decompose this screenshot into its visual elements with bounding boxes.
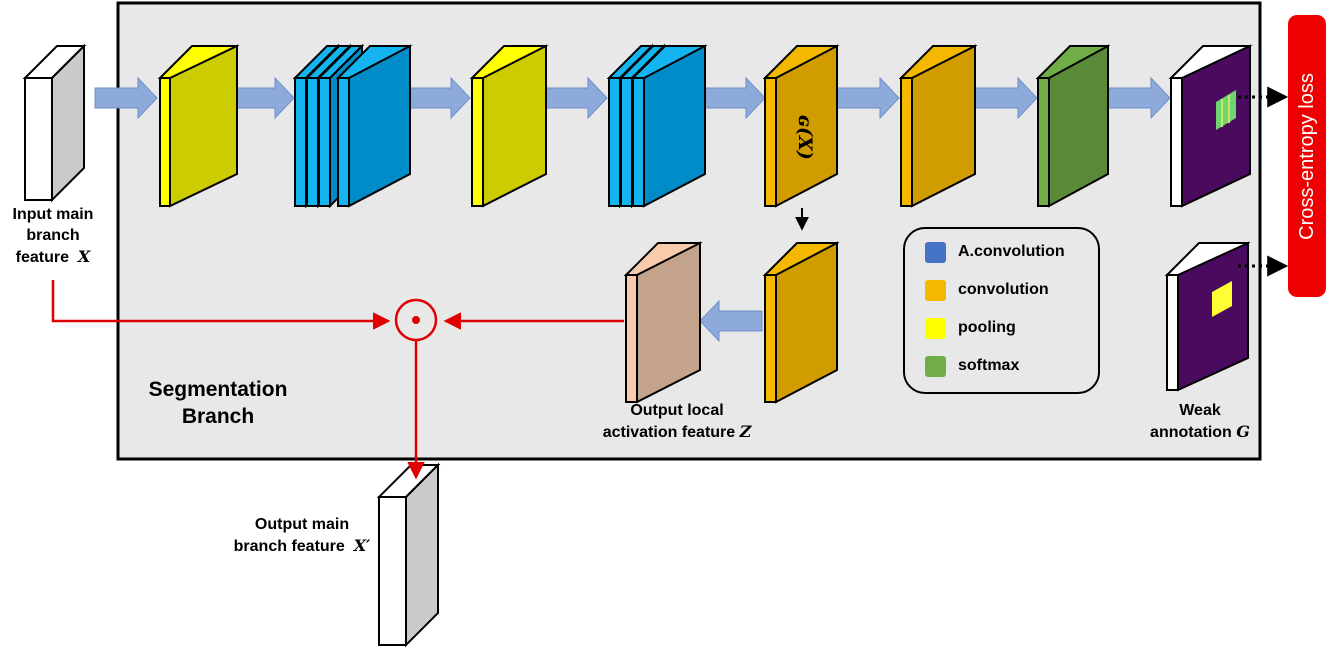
flow-arrow bbox=[231, 76, 295, 120]
legend-label-softmax: softmax bbox=[958, 357, 1020, 374]
aconv-layer-stack bbox=[606, 43, 708, 209]
output-label-line1: Output main bbox=[254, 516, 350, 533]
red-connectors bbox=[51, 280, 624, 480]
branch-title-line2: Branch bbox=[181, 405, 255, 429]
legend-swatch-softmax bbox=[925, 355, 946, 377]
segmentation-branch-title: Segmentation Branch bbox=[128, 376, 308, 431]
local-label-line1: Output local bbox=[630, 402, 724, 419]
weak-annotation-label: Weak annotation G bbox=[1142, 401, 1258, 444]
input-feature-block bbox=[22, 43, 87, 203]
flow-arrow bbox=[94, 76, 158, 120]
legend: A.convolution convolution pooling softma… bbox=[903, 227, 1100, 394]
output-math-xprime: X′ bbox=[353, 535, 371, 555]
flow-arrow bbox=[836, 76, 900, 120]
elementwise-product-dot bbox=[412, 316, 420, 324]
local-activation-feature-block bbox=[623, 241, 703, 404]
flow-arrow bbox=[544, 76, 608, 120]
conv-layer-gx bbox=[762, 44, 840, 208]
legend-label-pooling: pooling bbox=[958, 319, 1016, 336]
input-label-line2: branch bbox=[26, 226, 80, 244]
flow-arrow-left bbox=[699, 299, 763, 343]
local-math-z: Z bbox=[739, 421, 752, 441]
local-conv-layer bbox=[762, 241, 840, 404]
weak-annotation-block bbox=[1164, 241, 1251, 392]
weak-label-line1: Weak bbox=[1179, 402, 1221, 419]
cross-entropy-loss-box bbox=[1288, 15, 1326, 297]
branch-title-line1: Segmentation bbox=[148, 378, 288, 401]
legend-swatch-pooling bbox=[925, 317, 946, 339]
legend-item-aconv: A.convolution bbox=[925, 241, 1065, 263]
legend-label-aconv: A.convolution bbox=[958, 243, 1065, 260]
flow-arrow bbox=[1107, 76, 1171, 120]
prediction-map bbox=[1168, 44, 1253, 208]
local-label-line2: activation feature bbox=[602, 423, 736, 441]
softmax-layer bbox=[1035, 44, 1111, 208]
input-label-line1: Input main bbox=[12, 206, 94, 223]
flow-arrows bbox=[94, 76, 1171, 343]
conv-layer bbox=[898, 44, 978, 208]
cross-entropy-loss-label-wrap: Cross-entropy loss bbox=[1288, 15, 1326, 297]
aconv-layer-stack bbox=[292, 43, 413, 209]
legend-swatch-conv bbox=[925, 279, 946, 301]
local-activation-label: Output local activation feature Z bbox=[592, 401, 762, 444]
output-feature-block bbox=[376, 462, 441, 648]
flow-arrow bbox=[407, 76, 471, 120]
input-feature-label: Input main branch feature X bbox=[0, 205, 106, 268]
output-feature-label: Output main branch feature X′ bbox=[218, 515, 386, 558]
legend-item-conv: convolution bbox=[925, 279, 1049, 301]
input-math-x: X bbox=[77, 246, 91, 266]
input-label-line3: feature bbox=[15, 248, 70, 266]
legend-label-conv: convolution bbox=[958, 281, 1049, 298]
legend-item-softmax: softmax bbox=[925, 355, 1020, 377]
gx-label-wrap: ɢ(X) bbox=[778, 112, 830, 162]
elementwise-product-icon bbox=[394, 298, 438, 342]
output-label-line2: branch feature bbox=[233, 537, 345, 555]
pooling-layer bbox=[469, 44, 549, 208]
legend-swatch-aconv bbox=[925, 241, 946, 263]
legend-item-pooling: pooling bbox=[925, 317, 1016, 339]
weak-label-line2: annotation bbox=[1150, 423, 1232, 441]
flow-arrow bbox=[974, 76, 1038, 120]
cross-entropy-loss-label: Cross-entropy loss bbox=[1295, 72, 1318, 240]
flow-arrow bbox=[702, 76, 766, 120]
gx-label: ɢ(X) bbox=[793, 114, 816, 160]
pooling-layer bbox=[157, 44, 240, 208]
weak-math-g: G bbox=[1236, 421, 1250, 441]
